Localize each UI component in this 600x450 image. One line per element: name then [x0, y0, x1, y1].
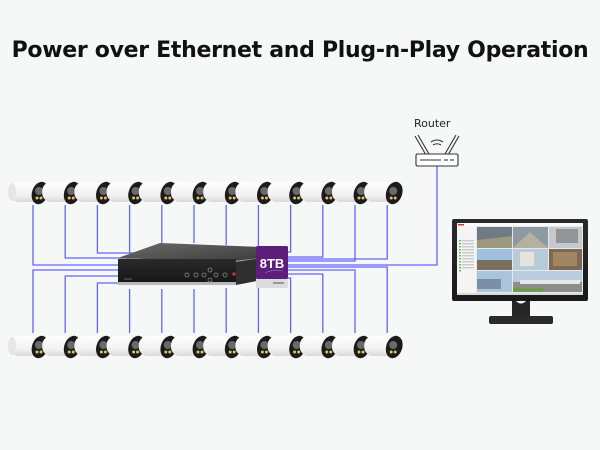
router-icon [414, 134, 460, 167]
ethernet-cable [288, 205, 388, 260]
nvr-recorder [118, 243, 262, 285]
ethernet-cable [32, 205, 130, 266]
ethernet-cable [288, 205, 292, 253]
camera-icon [8, 181, 49, 205]
ethernet-cable [96, 205, 150, 254]
ethernet-cables [32, 166, 438, 333]
camera-row-bottom [8, 335, 403, 359]
ethernet-cable [288, 273, 324, 333]
camera-icon [138, 181, 178, 205]
camera-row-top [8, 181, 403, 205]
ethernet-cable [32, 269, 130, 333]
camera-icon [364, 181, 403, 205]
video-grid [477, 227, 582, 292]
ethernet-cable [288, 269, 356, 333]
ethernet-cable [288, 166, 438, 266]
ethernet-cable [288, 205, 356, 262]
ethernet-cable [64, 275, 130, 333]
camera-icon [364, 335, 403, 359]
ethernet-cable [64, 205, 130, 259]
ethernet-cable [288, 266, 388, 333]
camera-icon [42, 335, 81, 359]
hard-drive-8tb [256, 246, 288, 288]
page-title: Power over Ethernet and Plug-n-Play Oper… [11, 38, 589, 63]
storage-badge: 8TB [260, 256, 285, 271]
ethernet-cable [288, 205, 324, 258]
monitor [452, 219, 588, 324]
ethernet-cable [96, 282, 130, 333]
wifi-icon [430, 139, 444, 143]
ethernet-cable [288, 277, 292, 333]
router-label: Router [414, 117, 451, 130]
